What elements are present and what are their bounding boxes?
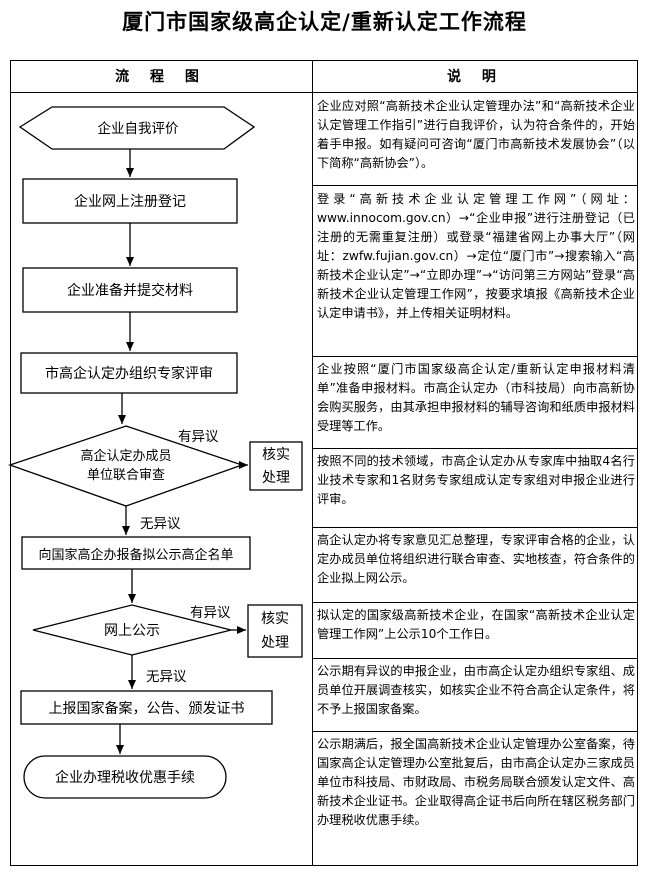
start-hexagon [18,106,256,150]
step-expert-review: 市高企认定办组织专家评审 [45,366,213,382]
step-joint-review-line1: 高企认定办成员 [80,449,172,464]
verify-2-line2: 处理 [261,635,289,651]
no-objection-label-1: 无异议 [140,516,181,532]
row-divider [312,356,638,357]
expert-review-box [20,352,238,394]
filing-box [20,690,273,725]
verify-box-2 [247,604,303,658]
report-list-box [21,536,251,570]
description-1: 企业应对照“高新技术企业认定管理办法”和“高新技术企业认定管理工作指引”进行自我… [317,99,635,170]
verify-1-line2: 处理 [262,470,290,486]
flow-column-header: 流 程 图 [115,69,207,85]
step-filing-certificate: 上报国家备案，公告、颁发证书 [48,700,245,717]
row-divider [312,185,638,186]
objection-label-1: 有异议 [178,429,219,445]
step-self-evaluation: 企业自我评价 [97,121,179,137]
header-divider [10,92,638,93]
step-online-registration: 企业网上注册登记 [74,194,186,210]
verify-2-line1: 核实 [261,611,289,627]
verify-1-line1: 核实 [262,447,290,463]
description-6: 拟认定的国家级高新技术企业，在国家“高新技术企业认定管理工作网”上公示10个工作… [317,608,635,641]
row-divider [312,527,638,528]
description-4: 按照不同的技术领域，市高企认定办从专家库中抽取4名行业技术专家和1名财务专家组成… [317,454,635,506]
row-divider [312,731,638,732]
objection-label-2: 有异议 [190,605,231,621]
description-3: 企业按照“厦门市国家级高企认定/重新认定申报材料清单”准备申报材料。市高企认定办… [317,362,635,433]
row-divider [312,658,638,659]
step-prepare-materials: 企业准备并提交材料 [67,283,193,299]
step-joint-review-line2: 单位联合审查 [86,468,165,483]
description-5: 高企认定办将专家意见汇总整理，专家评审合格的企业，认定办成员单位将组织进行联合审… [317,533,635,585]
column-divider [312,60,313,866]
step-report-list: 向国家高企办报备拟公示高企名单 [38,547,234,563]
step-tax-incentive: 企业办理税收优惠手续 [55,770,195,786]
row-divider [312,448,638,449]
page-title: 厦门市国家级高企认定/重新认定工作流程 [122,9,527,34]
no-objection-label-2: 无异议 [146,669,187,685]
verify-box-1 [249,441,303,491]
table-frame [10,60,638,866]
description-2: 登录“高新技术企业认定管理工作网”（网址：www.innocom.gov.cn）… [317,192,635,320]
tax-rounded-box [23,755,227,799]
row-divider [312,602,638,603]
description-column-header: 说 明 [447,69,504,85]
step-online-publicity: 网上公示 [104,623,160,639]
description-7: 公示期有异议的申报企业，由市高企认定办组织专家组、成员单位开展调查核实，如核实企… [317,664,635,716]
description-8: 公示期满后，报全国高新技术企业认定管理办公室备案，待国家高企认定管理办公室批复后… [317,737,635,827]
